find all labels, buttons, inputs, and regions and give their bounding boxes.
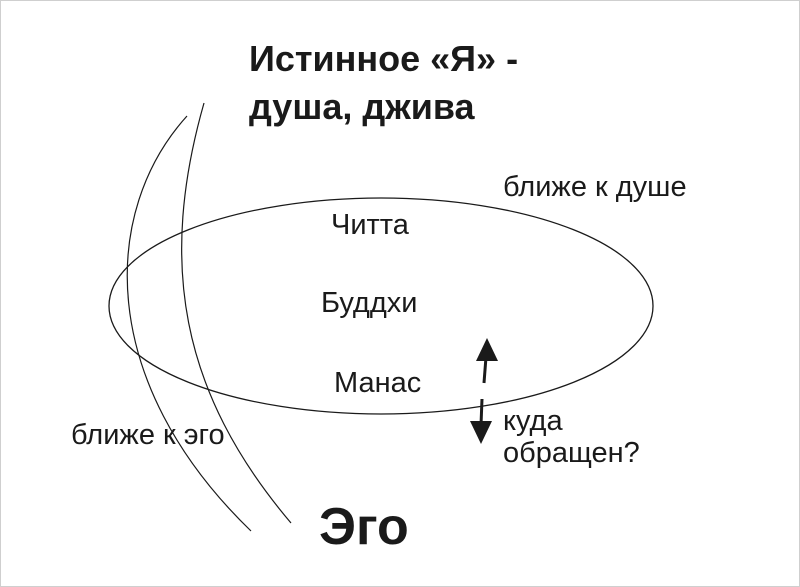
page-title: Истинное «Я» - душа, джива: [249, 35, 518, 131]
question-line-2: обращен?: [503, 437, 640, 469]
question-label: куда обращен?: [503, 405, 640, 469]
mind-ellipse: [108, 197, 654, 415]
ego-curve-outer: [126, 115, 252, 532]
label-ego: Эго: [319, 498, 409, 556]
title-line-1: Истинное «Я» -: [249, 38, 519, 79]
question-line-1: куда: [503, 405, 563, 437]
ego-curve-inner: [181, 102, 292, 524]
arrow-down-icon: [470, 398, 492, 444]
label-closer-to-ego: ближе к эго: [71, 419, 225, 451]
label-buddhi: Буддхи: [321, 287, 418, 319]
label-manas: Манас: [334, 367, 422, 399]
label-closer-to-soul: ближе к душе: [503, 171, 687, 203]
label-chitta: Читта: [331, 209, 409, 241]
arrow-up-icon: [476, 338, 498, 384]
title-line-2: душа, джива: [249, 86, 475, 127]
